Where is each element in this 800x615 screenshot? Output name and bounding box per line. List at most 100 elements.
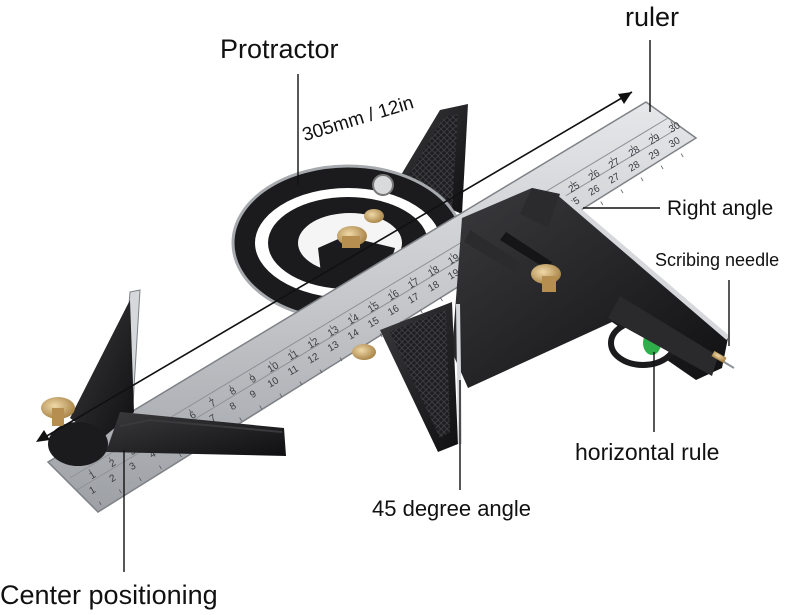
ruler-tick xyxy=(179,453,182,458)
center-positioning-label: Center positioning xyxy=(0,580,218,610)
ruler-tick xyxy=(590,169,593,174)
ruler-tick xyxy=(630,145,634,150)
ruler-label: ruler xyxy=(625,2,680,32)
ruler-scale-number: 28 xyxy=(627,144,643,159)
ruler-tick xyxy=(309,337,313,342)
ruler-tick xyxy=(429,265,433,270)
ruler-tick xyxy=(269,361,272,366)
ruler-scale-number: 26 xyxy=(587,168,603,183)
ruler-scale-number: 30 xyxy=(667,120,683,135)
ruler-tick xyxy=(379,333,383,338)
ruler-scale-number: 9 xyxy=(248,388,259,401)
ruler-scale-number: 10 xyxy=(266,360,282,375)
horizontal-rule-label: horizontal rule xyxy=(575,439,720,465)
dimension-arrow xyxy=(36,91,633,442)
center-head xyxy=(48,289,286,466)
ruler-scale-number: 15 xyxy=(366,315,382,330)
ruler-scale-number: 30 xyxy=(667,135,683,150)
ruler-scale-number: 17 xyxy=(406,291,422,306)
ruler-tick xyxy=(98,501,102,506)
ruler-tick xyxy=(289,349,292,354)
ruler-tick xyxy=(229,385,232,390)
ruler-tick xyxy=(88,469,92,474)
ruler-scale-number: 18 xyxy=(426,279,442,294)
ruler-scale-number: 12 xyxy=(306,351,322,366)
ruler-scale-number: 1 xyxy=(88,484,99,497)
ruler-tick xyxy=(369,301,373,306)
ruler-tick xyxy=(319,369,323,374)
ruler-scale-number: 13 xyxy=(326,324,342,339)
ruler-scale-number: 25 xyxy=(567,180,583,195)
right-angle-label: Right angle xyxy=(667,197,774,220)
brass-knob xyxy=(352,344,376,360)
ruler-tick xyxy=(249,373,252,378)
ruler-scale-number: 13 xyxy=(326,339,342,354)
ruler-scale-number: 28 xyxy=(627,159,643,174)
ruler-tick xyxy=(349,313,353,318)
ruler-scale-number: 14 xyxy=(346,327,362,342)
ruler-scale-number: 8 xyxy=(228,385,239,398)
ruler-scale-number: 14 xyxy=(346,312,362,327)
ruler-scale-number: 15 xyxy=(366,300,382,315)
ruler-tick xyxy=(108,457,112,462)
ruler-scale-number: 19 xyxy=(446,252,462,267)
ruler-scale-number: 12 xyxy=(306,336,322,351)
ruler-tick xyxy=(610,157,614,162)
ruler-tick xyxy=(389,289,393,294)
ruler-tick xyxy=(650,133,654,138)
ruler-scale-number: 2 xyxy=(108,457,119,470)
ruler-tick xyxy=(208,397,212,402)
scribing-needle xyxy=(711,350,727,364)
ruler-scale-number: 29 xyxy=(647,147,663,162)
protractor-label: Protractor xyxy=(220,34,339,64)
ruler-tick xyxy=(138,477,142,482)
brass-knob xyxy=(364,209,384,223)
scribing-needle-label: Scribing needle xyxy=(655,250,780,270)
ruler-scale-number: 18 xyxy=(426,264,442,279)
ruler-tick xyxy=(279,393,283,398)
ruler-scale-number: 9 xyxy=(248,373,259,386)
ruler-scale-number: 2 xyxy=(108,472,119,485)
ruler-tick xyxy=(188,409,192,414)
brass-knob xyxy=(41,397,75,426)
ruler-scale-number: 4 xyxy=(148,448,159,461)
square-head xyxy=(452,188,735,388)
brass-knob xyxy=(337,226,367,248)
ruler-scale-number: 6 xyxy=(188,409,199,422)
ruler-scale-number: 8 xyxy=(228,400,239,413)
ruler-tick xyxy=(118,489,122,494)
brass-knob xyxy=(531,264,561,292)
ruler-scale-number: 29 xyxy=(647,132,663,147)
ruler-scale-number: 17 xyxy=(406,276,422,291)
ruler-tick xyxy=(259,405,263,410)
ruler-tick xyxy=(640,177,644,182)
ruler-tick xyxy=(409,277,413,282)
ruler-tick xyxy=(570,181,573,186)
ruler-tick xyxy=(329,325,333,330)
ruler-scale-number: 7 xyxy=(208,397,219,410)
ruler-tick xyxy=(239,417,243,422)
ruler-scale-number: 3 xyxy=(128,460,139,473)
ruler-scale-number: 26 xyxy=(587,183,603,198)
ruler-tick xyxy=(620,189,624,194)
ruler-tick xyxy=(419,309,423,314)
ruler-scale-number: 16 xyxy=(386,303,402,318)
ruler-tick xyxy=(449,253,453,258)
ruler-tick xyxy=(660,165,664,170)
ruler-scale-number: 27 xyxy=(607,156,623,171)
ruler-scale-number: 16 xyxy=(386,288,402,303)
ruler-scale-number: 1 xyxy=(88,469,99,482)
ruler-tick xyxy=(159,465,162,470)
ruler-scale-number: 27 xyxy=(607,171,623,186)
ruler-scale-number: 7 xyxy=(208,412,219,425)
ruler-tick xyxy=(339,357,343,362)
forty-five-degree-label: 45 degree angle xyxy=(372,496,532,521)
ruler-tick xyxy=(670,121,674,126)
ruler-tick xyxy=(439,297,443,302)
ruler-scale-number: 10 xyxy=(266,375,282,390)
ruler-tick xyxy=(680,153,684,158)
ruler-tick xyxy=(600,201,604,206)
ruler-tick xyxy=(299,381,303,386)
